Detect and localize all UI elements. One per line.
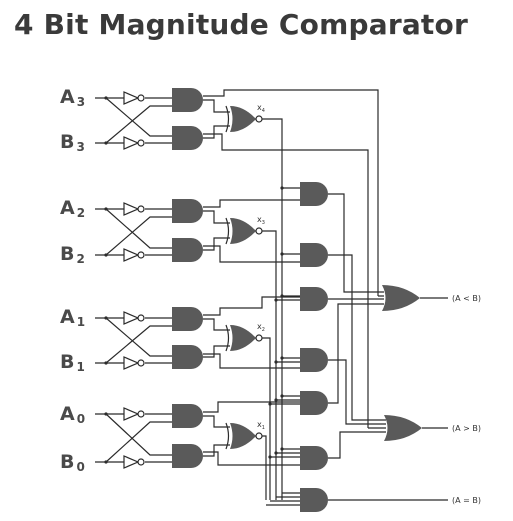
and-gate-b2-a2-icon [172, 238, 203, 262]
output-less-label: (A < B) [452, 294, 481, 303]
or-gate-gt-icon [384, 415, 422, 441]
and-gate-b1-a1-icon [172, 345, 203, 369]
or-gates [382, 285, 422, 441]
xnor-x3-label: x3 [257, 215, 265, 226]
output-equal-label: (A = B) [452, 496, 481, 505]
and-gate-gt-1-icon [300, 348, 328, 372]
xnor-x1-label: x1 [257, 420, 265, 431]
and-gate-b3-a3-icon [172, 126, 203, 150]
inverter-b0-icon [123, 455, 140, 469]
xnor-gate-x1-icon [230, 423, 256, 449]
and-gate-b0-a0-icon [172, 444, 203, 468]
inverter-a0-icon [123, 407, 140, 421]
or-input-routing [328, 193, 386, 459]
inverter-b1-icon [123, 356, 140, 370]
xnor-output-buses [262, 118, 283, 500]
and-gate-a2-b2-icon [172, 199, 203, 223]
and-gate-lt-2-icon [300, 182, 328, 206]
xnor-gate-x4-icon [230, 106, 256, 132]
inverter-a1-icon [123, 311, 140, 325]
inverter-b3-icon [123, 136, 140, 150]
page-title: 4 Bit Magnitude Comparator [14, 8, 468, 41]
outputs: (A < B) (A > B) (A = B) [328, 294, 481, 505]
xnor-x2-label: x2 [257, 322, 265, 333]
output-greater-label: (A > B) [452, 424, 481, 433]
and-output-routing [203, 89, 379, 466]
and-gate-a0-b0-icon [172, 404, 203, 428]
and-gate-a1-b1-icon [172, 307, 203, 331]
and-gate-lt-0-icon [300, 391, 328, 415]
inverter-a3-icon [123, 91, 140, 105]
bit-0-input-stage: x1 [95, 404, 265, 469]
inverter-a2-icon [123, 202, 140, 216]
bit-1-input-stage: x2 [95, 307, 265, 370]
and-gate-eq-icon [300, 488, 328, 512]
and-gate-gt-0-icon [300, 446, 328, 470]
xnor-x4-label: x4 [257, 103, 265, 114]
middle-and-gates [266, 182, 328, 512]
bit-3-input-stage: x4 [95, 88, 265, 150]
and-gate-lt-1-icon [300, 287, 328, 311]
xnor-gate-x2-icon [230, 325, 256, 351]
inverter-b2-icon [123, 248, 140, 262]
and-gate-a3-b3-icon [172, 88, 203, 112]
xnor-gate-x3-icon [230, 218, 256, 244]
and-gate-gt-2-icon [300, 243, 328, 267]
bit-2-input-stage: x3 [95, 199, 265, 262]
or-gate-lt-icon [382, 285, 420, 311]
